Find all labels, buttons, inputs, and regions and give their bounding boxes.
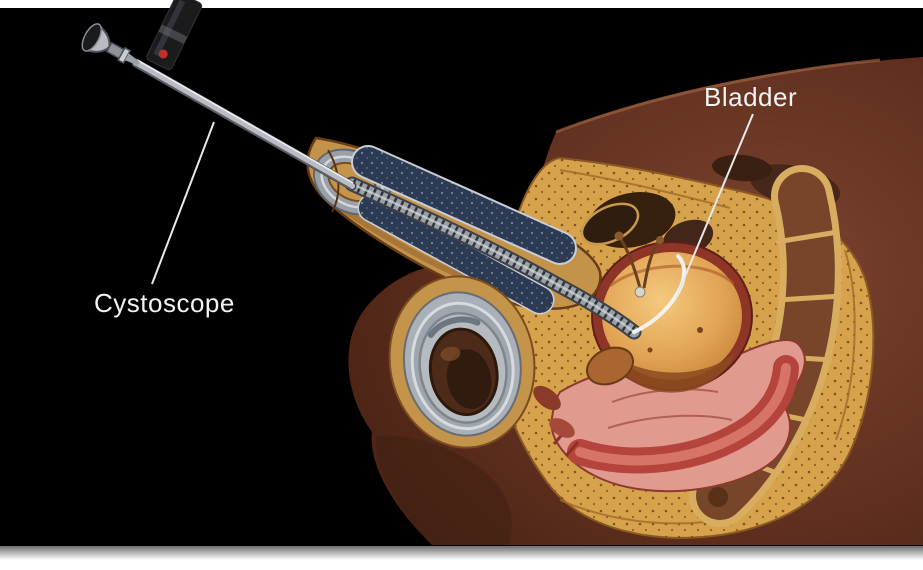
bladder [591,241,753,393]
seminal-vesicle [614,231,664,298]
erectile-tissue [351,145,577,315]
torso-edge-highlight [555,58,881,134]
cystoscope-leader-line [151,121,215,285]
label-cystoscope: Cystoscope [94,288,235,318]
thigh-shadow [375,435,512,545]
cystoscope [81,0,357,191]
coccyx-tip [708,487,728,507]
urethra-scope-sheath [344,176,642,340]
scrotum-testis [388,275,536,449]
label-bladder: Bladder [704,82,798,112]
prostate [586,346,634,386]
perineal-muscle [549,418,575,438]
light-port-dot [158,49,168,59]
bladder-interior [602,252,742,380]
perineal-muscle [533,385,561,411]
cystoscope-eyepiece [81,23,140,66]
bottom-shadow [0,546,923,560]
light-cable-connector [146,0,203,71]
eyepiece-lens [81,23,103,52]
bladder-leader-line [675,113,754,299]
epididymis [427,316,481,339]
